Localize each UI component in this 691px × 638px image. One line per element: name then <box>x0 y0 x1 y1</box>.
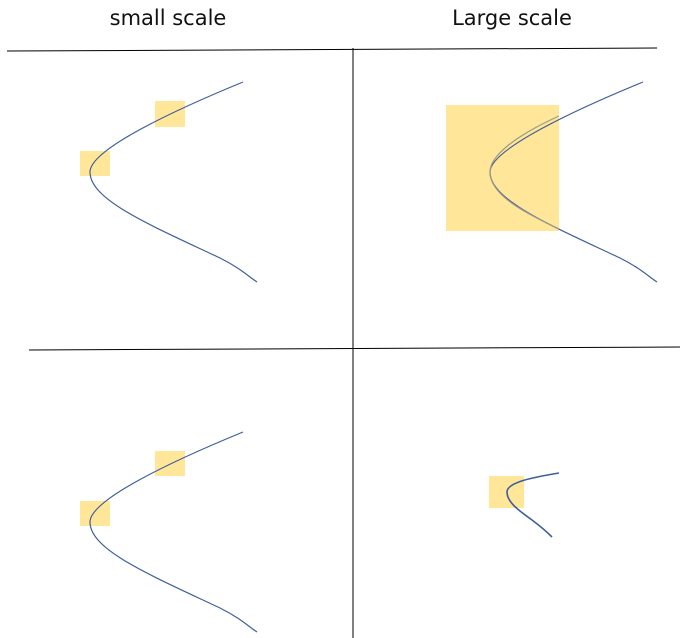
curve <box>506 472 560 538</box>
top-divider-line <box>6 47 658 52</box>
large-region <box>446 105 559 231</box>
small-region-lower <box>80 501 110 526</box>
heading-small-scale: small scale <box>109 6 227 30</box>
panel-top-left <box>80 81 258 283</box>
heading-large-scale: Large scale <box>452 6 572 30</box>
panel-bottom-left <box>80 431 258 633</box>
middle-divider-line <box>28 346 681 351</box>
curve-inside-region <box>489 115 560 230</box>
curve <box>89 431 258 633</box>
curve <box>89 81 258 283</box>
small-region-lower <box>80 151 110 176</box>
panel-top-right <box>446 81 658 283</box>
curve <box>489 81 658 283</box>
panel-bottom-right <box>489 472 560 538</box>
